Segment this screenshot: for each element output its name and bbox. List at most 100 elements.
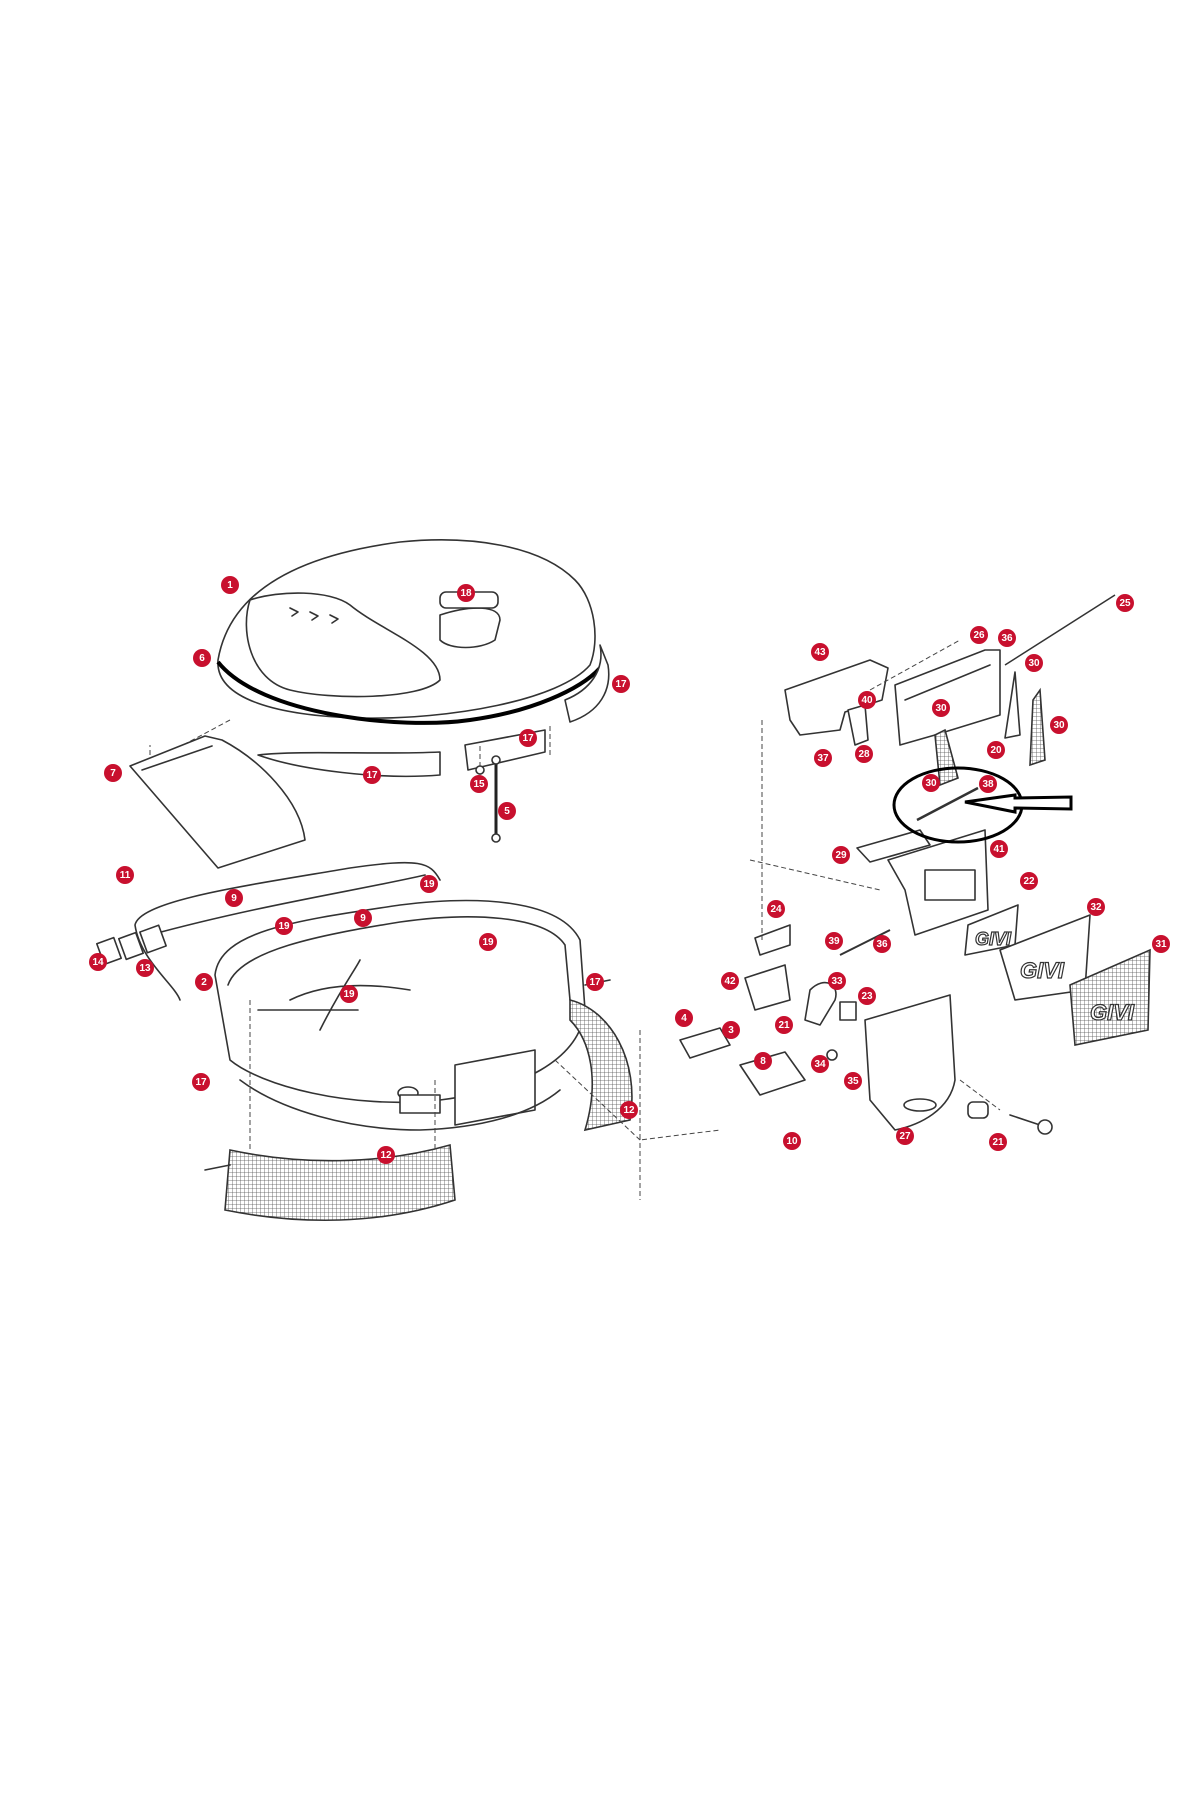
callout-13: 13: [136, 959, 154, 977]
lid-stay-cable: [475, 755, 501, 843]
callout-marker: [1152, 935, 1170, 953]
callout-number: 29: [835, 850, 847, 861]
callout-number: 20: [990, 745, 1002, 756]
callout-number: 10: [786, 1136, 798, 1147]
callout-number: 30: [925, 778, 937, 789]
callout-marker: [721, 972, 739, 990]
callout-marker: [775, 1016, 793, 1034]
callout-31: 31: [1152, 935, 1170, 953]
callout-marker: [225, 889, 243, 907]
callout-number: 5: [504, 806, 510, 817]
callout-number: 31: [1155, 939, 1167, 950]
callout-marker: [498, 802, 516, 820]
callout-marker: [193, 649, 211, 667]
callout-marker: [136, 959, 154, 977]
callout-marker: [1087, 898, 1105, 916]
callout-19: 19: [340, 985, 358, 1003]
callout-3: 3: [722, 1021, 740, 1039]
callout-39: 39: [825, 932, 843, 950]
callout-marker: [783, 1132, 801, 1150]
callout-42: 42: [721, 972, 739, 990]
callout-8: 8: [754, 1052, 772, 1070]
callout-marker: [470, 775, 488, 793]
callout-number: 3: [728, 1025, 734, 1036]
callout-43: 43: [811, 643, 829, 661]
callout-number: 43: [814, 647, 826, 658]
callout-29: 29: [832, 846, 850, 864]
callout-5: 5: [498, 802, 516, 820]
callout-marker: [363, 766, 381, 784]
callout-38: 38: [979, 775, 997, 793]
callout-number: 1: [227, 580, 233, 591]
callout-number: 18: [460, 588, 472, 599]
callout-6: 6: [193, 649, 211, 667]
givi-logo-22: GIVI: [975, 929, 1012, 949]
callout-23: 23: [858, 987, 876, 1005]
callout-number: 17: [522, 733, 534, 744]
callout-number: 30: [1028, 658, 1040, 669]
callout-number: 4: [681, 1013, 687, 1024]
callout-number: 19: [482, 937, 494, 948]
callout-number: 17: [615, 679, 627, 690]
callout-marker: [675, 1009, 693, 1027]
callout-marker: [612, 675, 630, 693]
callout-number: 12: [623, 1105, 635, 1116]
side-reflector-panel-side: [569, 998, 633, 1132]
callout-marker: [811, 1055, 829, 1073]
callout-4: 4: [675, 1009, 693, 1027]
callout-number: 26: [973, 630, 985, 641]
callout-33: 33: [828, 972, 846, 990]
callout-number: 11: [120, 870, 131, 881]
callout-marker: [932, 699, 950, 717]
callout-number: 14: [92, 957, 104, 968]
callout-marker: [844, 1072, 862, 1090]
callout-18: 18: [457, 584, 475, 602]
callout-marker: [1116, 594, 1134, 612]
callout-21: 21: [989, 1133, 1007, 1151]
callout-20: 20: [987, 741, 1005, 759]
callout-2: 2: [195, 973, 213, 991]
callout-marker: [855, 745, 873, 763]
callout-21: 21: [775, 1016, 793, 1034]
callout-marker: [922, 774, 940, 792]
givi-logo-32: GIVI: [1020, 958, 1065, 983]
callout-number: 40: [861, 695, 873, 706]
callout-number: 2: [201, 977, 207, 988]
callout-marker: [858, 691, 876, 709]
callout-marker: [457, 584, 475, 602]
callout-marker: [767, 900, 785, 918]
callout-number: 42: [724, 976, 736, 987]
callout-30: 30: [932, 699, 950, 717]
callout-number: 39: [828, 936, 840, 947]
callout-number: 21: [778, 1020, 790, 1031]
callout-number: 19: [423, 879, 435, 890]
inner-plate: [129, 735, 306, 869]
callout-number: 19: [278, 921, 290, 932]
callout-marker: [354, 909, 372, 927]
lock-mechanism: GIVI GIVI GIVI: [639, 594, 1151, 1141]
callout-marker: [825, 932, 843, 950]
callout-marker: [195, 973, 213, 991]
callout-number: 41: [993, 844, 1005, 855]
callout-marker: [340, 985, 358, 1003]
callout-1: 1: [221, 576, 239, 594]
callout-number: 28: [858, 749, 870, 760]
callout-marker: [104, 764, 122, 782]
callout-number: 9: [360, 913, 366, 924]
callout-number: 17: [366, 770, 378, 781]
callout-marker: [811, 643, 829, 661]
part-38-rod: [916, 786, 979, 822]
callout-number: 12: [380, 1150, 392, 1161]
callout-17: 17: [192, 1073, 210, 1091]
callout-marker: [1050, 716, 1068, 734]
callout-marker: [116, 866, 134, 884]
callout-marker: [620, 1101, 638, 1119]
callout-marker: [832, 846, 850, 864]
callout-11: 11: [116, 866, 134, 884]
callout-15: 15: [470, 775, 488, 793]
callout-40: 40: [858, 691, 876, 709]
callout-number: 17: [589, 977, 601, 988]
side-reflector-panel-front: [224, 1143, 456, 1222]
callout-marker: [979, 775, 997, 793]
callout-34: 34: [811, 1055, 829, 1073]
